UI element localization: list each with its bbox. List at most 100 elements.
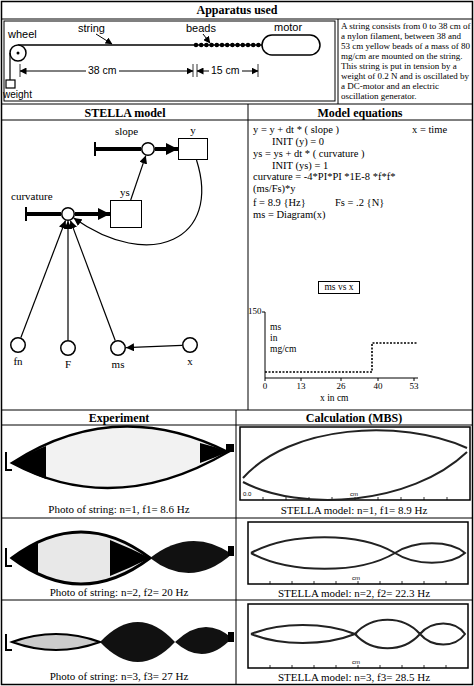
plot-ticks <box>270 665 446 668</box>
axis-tick: 150 <box>248 306 262 317</box>
section-header: Experiment <box>2 411 236 425</box>
envelope-shadow <box>200 443 228 463</box>
flow-pipe <box>26 212 61 216</box>
dimension-ticks <box>20 64 258 77</box>
dimension-label: 15 cm <box>209 64 242 77</box>
model-envelope <box>251 537 465 569</box>
part-label: weight <box>3 89 32 101</box>
equation-line: INIT (y) = 0 <box>272 135 324 148</box>
string-envelope <box>100 622 175 662</box>
flow-valve: slope <box>141 142 155 156</box>
connector-arrow <box>131 156 146 200</box>
motor-flag <box>228 632 234 642</box>
axis-tick: 0 <box>255 381 275 392</box>
apparatus-frame <box>4 21 335 101</box>
axis-ticks <box>262 312 414 381</box>
string-line <box>18 44 262 46</box>
figure-caption: Photo of string: n=1, f1= 8.6 Hz <box>2 503 236 516</box>
equation-line: Fs = .2 {N} <box>335 196 384 209</box>
axis-tick: 0.0 <box>243 491 251 498</box>
equation-line: y = y + dt * ( slope ) <box>253 123 339 136</box>
flow-pipe <box>95 147 141 151</box>
plot-ticks <box>270 581 446 584</box>
envelope-shadow <box>110 540 150 576</box>
model-envelope <box>243 452 467 500</box>
node-label: x <box>178 355 202 368</box>
valve-outline <box>110 340 126 356</box>
plot-frame <box>240 427 470 500</box>
section-header: Calculation (MBS) <box>236 411 472 425</box>
envelope-shadow <box>12 446 46 479</box>
equation-line: ys = ys + dt * ( curvature ) <box>253 147 365 160</box>
model-envelope <box>251 620 465 649</box>
figure-caption: STELLA model: n=3, f3= 28.5 Hz <box>236 671 472 684</box>
motor-flag <box>226 444 234 452</box>
valve-outline <box>182 337 198 353</box>
string-clamp <box>6 634 12 650</box>
bead-row <box>196 43 259 48</box>
node-label: slope <box>115 125 138 138</box>
node-label: ms <box>106 358 130 371</box>
section-header: STELLA model <box>2 106 248 120</box>
plot-frame <box>248 522 468 584</box>
axis-tick: 40 <box>368 381 388 392</box>
converter-circle: fn <box>10 337 26 353</box>
axis-tick: cm <box>352 659 360 666</box>
wheel-symbol <box>10 45 26 61</box>
envelope-shadow <box>12 543 38 573</box>
equation-line: x = time <box>412 123 447 136</box>
equation-line: f = 8.9 {Hz} <box>253 196 306 209</box>
valve-outline <box>60 340 76 356</box>
table-rules <box>1 19 473 685</box>
valve-outline <box>141 142 155 156</box>
chart-title: ms vs x <box>318 281 360 294</box>
node-circle <box>142 143 155 156</box>
node-circle <box>183 338 198 353</box>
axis-tick: cm <box>352 575 360 582</box>
string-envelope <box>12 532 150 584</box>
node-label: ys <box>120 186 130 199</box>
motor-flag <box>228 546 234 556</box>
connector-arrow <box>67 221 68 340</box>
axis-tick: 26 <box>331 381 351 392</box>
axis-tick: cm <box>350 491 358 498</box>
equation-line: INIT (ys) = 1 <box>272 159 328 172</box>
part-label: wheel <box>8 28 37 41</box>
flow-valve: curvature <box>61 207 75 221</box>
node-label: curvature <box>11 190 53 203</box>
figure-caption: STELLA model: n=2, f2= 22.3 Hz <box>236 587 472 600</box>
string-envelope <box>12 427 228 488</box>
figure-caption: Photo of string: n=2, f2= 20 Hz <box>2 586 236 599</box>
node-circle <box>111 341 126 356</box>
weight-cord <box>9 53 10 80</box>
connector-arrow <box>126 345 182 347</box>
plot-frame <box>248 604 468 668</box>
node-label: F <box>56 358 80 371</box>
node-label: y <box>179 124 207 137</box>
section-header: Model equations <box>248 106 472 120</box>
flow-source <box>94 142 96 156</box>
description-text: A string consists from 0 to 38 cm of a n… <box>341 21 471 101</box>
axis-title: x in cm <box>320 393 349 404</box>
connector-arrow <box>70 221 115 341</box>
node-label: fn <box>6 355 30 368</box>
chart-axes <box>265 312 418 378</box>
axis-tick: 13 <box>291 381 311 392</box>
string-clamp <box>6 548 12 566</box>
converter-circle: x <box>182 337 198 353</box>
string-envelope <box>175 627 232 654</box>
node-circle <box>61 341 76 356</box>
model-envelope <box>243 430 467 478</box>
section-header: Apparatus used <box>2 3 472 17</box>
figure-caption: STELLA model: n=1, f1= 8.9 Hz <box>236 504 472 517</box>
part-label: motor <box>274 21 302 34</box>
part-label: string <box>78 22 105 35</box>
axis-tick: 53 <box>404 381 424 392</box>
leader-line <box>203 34 210 43</box>
part-label: beads <box>186 22 216 35</box>
flow-pipe <box>75 212 110 216</box>
converter-circle: ms <box>110 340 126 356</box>
